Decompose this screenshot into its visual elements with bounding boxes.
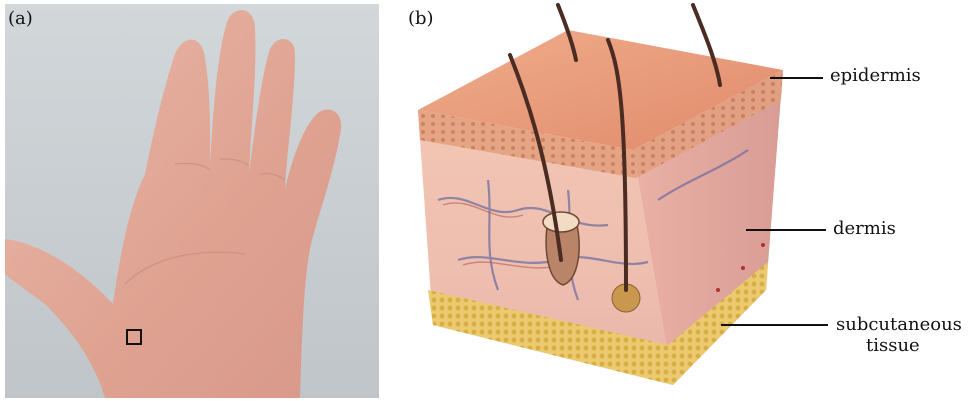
hand-illustration (5, 4, 379, 398)
epidermis-label: epidermis (830, 66, 921, 86)
hand-photo-panel: (a) (5, 4, 379, 398)
skin-diagram-panel: (b) epidermis dermis subcutaneous tissue (398, 0, 973, 401)
dermis-label: dermis (833, 219, 896, 239)
panel-a-label: (a) (8, 8, 33, 29)
panel-b-label: (b) (408, 8, 434, 29)
subcutaneous-label-line1: subcutaneous (836, 315, 962, 335)
subcutaneous-label-line2: tissue (866, 336, 920, 356)
